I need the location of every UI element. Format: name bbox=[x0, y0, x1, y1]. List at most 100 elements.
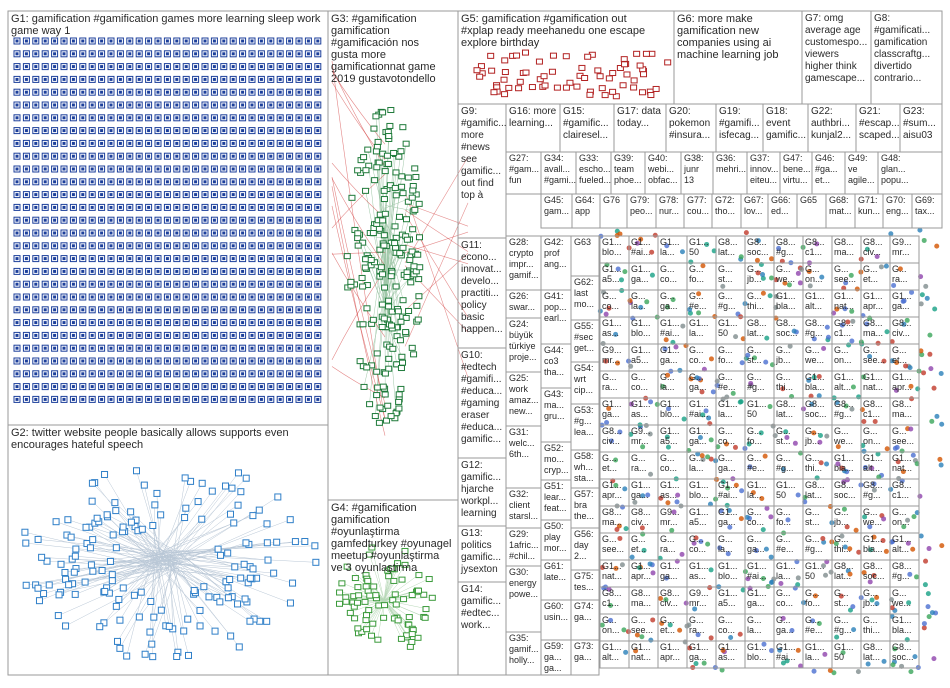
g2-node bbox=[136, 614, 142, 620]
g1-node bbox=[157, 193, 160, 196]
g1-node bbox=[175, 78, 178, 81]
g5-node bbox=[541, 74, 547, 79]
g1-node bbox=[53, 385, 56, 388]
g1-node bbox=[110, 270, 113, 273]
g1-node bbox=[157, 104, 160, 107]
g3-node bbox=[409, 345, 415, 350]
g1-node bbox=[279, 308, 282, 311]
group-label-g58: G58:wh...sta... bbox=[573, 451, 594, 483]
g1-node bbox=[232, 308, 235, 311]
small-group-node bbox=[856, 394, 861, 399]
g1-node bbox=[307, 219, 310, 222]
small-group-node bbox=[927, 546, 932, 551]
small-group-node bbox=[764, 506, 769, 511]
g3-node bbox=[392, 185, 398, 190]
g1-node bbox=[81, 193, 84, 196]
g1-node bbox=[91, 104, 94, 107]
g3-node bbox=[362, 265, 368, 270]
g4-node bbox=[416, 588, 422, 593]
small-group-label: G8...#g... bbox=[863, 480, 883, 500]
g1-node bbox=[213, 142, 216, 145]
g1-node bbox=[16, 129, 19, 132]
g1-node bbox=[81, 283, 84, 286]
g1-node bbox=[185, 398, 188, 401]
small-group-node bbox=[851, 384, 856, 389]
g2-node bbox=[222, 483, 228, 489]
g4-node bbox=[395, 618, 401, 623]
g1-node bbox=[63, 193, 66, 196]
g1-node bbox=[232, 372, 235, 375]
g1-node bbox=[185, 232, 188, 235]
g1-node bbox=[91, 244, 94, 247]
g1-node bbox=[166, 78, 169, 81]
small-group-node bbox=[739, 254, 744, 259]
g1-node bbox=[316, 91, 319, 94]
g1-node bbox=[298, 78, 301, 81]
small-group-node bbox=[884, 264, 889, 269]
g5-node bbox=[536, 59, 542, 64]
g2-node bbox=[201, 584, 207, 590]
g2-node bbox=[72, 591, 78, 597]
g1-node bbox=[213, 155, 216, 158]
g3-node bbox=[407, 257, 413, 262]
g2-node bbox=[274, 539, 280, 545]
g4-node bbox=[366, 608, 372, 613]
g1-node bbox=[213, 296, 216, 299]
g1-node bbox=[16, 206, 19, 209]
g1-node bbox=[128, 360, 131, 363]
g3-node bbox=[384, 153, 390, 158]
g1-node bbox=[147, 104, 150, 107]
g1-node bbox=[213, 360, 216, 363]
g1-node bbox=[316, 270, 319, 273]
small-group-label: G8...civ... bbox=[602, 426, 622, 446]
g5-node bbox=[549, 69, 555, 74]
g1-node bbox=[204, 65, 207, 68]
g1-node bbox=[175, 232, 178, 235]
g1-node bbox=[298, 142, 301, 145]
small-group-label: G...et... bbox=[660, 615, 675, 635]
g1-node bbox=[138, 360, 141, 363]
g1-node bbox=[232, 193, 235, 196]
g1-node bbox=[251, 193, 254, 196]
g5-node bbox=[602, 93, 608, 98]
g1-node bbox=[316, 219, 319, 222]
g1-node bbox=[232, 155, 235, 158]
g1-node bbox=[119, 91, 122, 94]
g1-node bbox=[63, 65, 66, 68]
g1-node bbox=[269, 65, 272, 68]
g1-node bbox=[119, 372, 122, 375]
g1-node bbox=[110, 372, 113, 375]
small-group-label: G8...c1... bbox=[805, 237, 825, 257]
g2-node bbox=[158, 512, 164, 518]
g1-node bbox=[222, 283, 225, 286]
g1-node bbox=[185, 283, 188, 286]
g5-node bbox=[567, 80, 573, 85]
g1-node bbox=[34, 52, 37, 55]
g5-node bbox=[502, 92, 508, 97]
g1-node bbox=[232, 334, 235, 337]
small-group-label: G8...soc... bbox=[892, 642, 914, 662]
g1-node bbox=[260, 129, 263, 132]
g1-node bbox=[279, 129, 282, 132]
g1-node bbox=[119, 321, 122, 324]
g1-node bbox=[213, 347, 216, 350]
g1-node bbox=[44, 308, 47, 311]
g1-node bbox=[91, 40, 94, 43]
g2-node bbox=[55, 613, 61, 619]
g2-node bbox=[225, 585, 231, 591]
g1-node bbox=[157, 244, 160, 247]
small-group-node bbox=[677, 368, 682, 373]
g1-node bbox=[147, 193, 150, 196]
g1-node bbox=[288, 168, 291, 171]
small-group-label: G9...mr... bbox=[660, 507, 680, 527]
small-group-label: G1...#ai... bbox=[776, 642, 796, 662]
g2-node bbox=[53, 519, 59, 525]
g1-node bbox=[100, 232, 103, 235]
g1-node bbox=[298, 257, 301, 260]
g1-node bbox=[138, 65, 141, 68]
g1-node bbox=[166, 347, 169, 350]
g1-node bbox=[25, 129, 28, 132]
g4-node bbox=[373, 593, 379, 598]
g1-node bbox=[44, 193, 47, 196]
g1-node bbox=[222, 257, 225, 260]
